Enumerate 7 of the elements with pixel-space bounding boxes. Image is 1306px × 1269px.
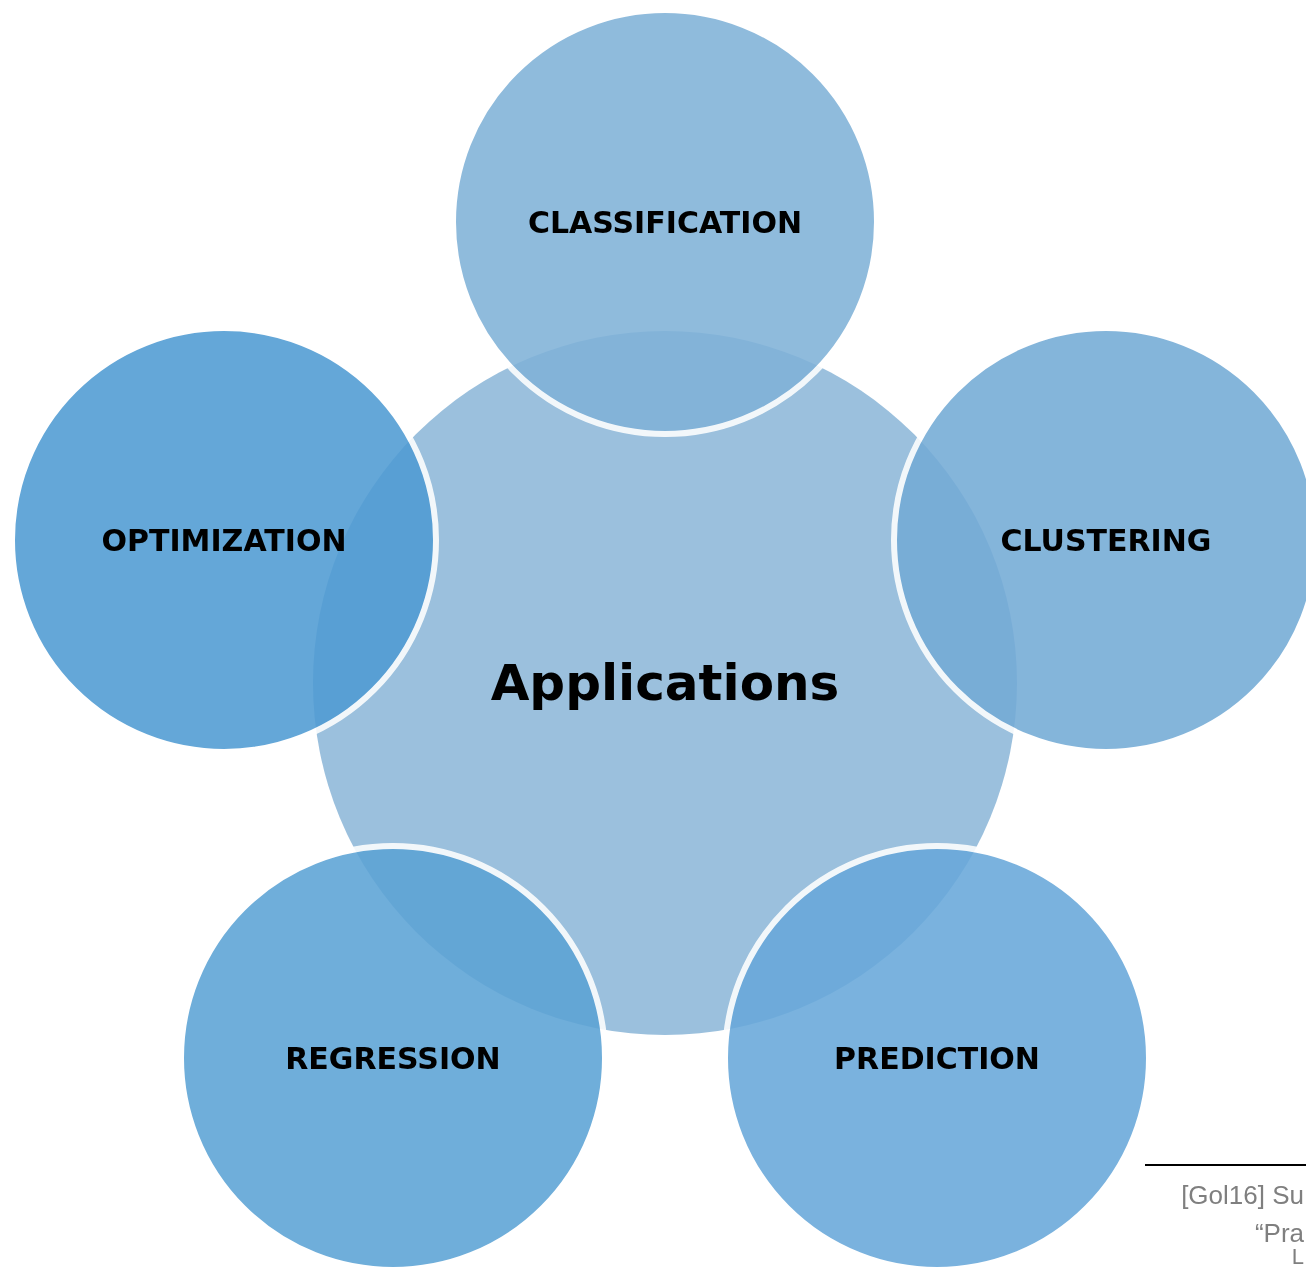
hub-title: Applications	[490, 654, 840, 712]
category-label: OPTIMIZATION	[101, 522, 347, 558]
category-label: PREDICTION	[834, 1040, 1040, 1076]
citation-text: [Gol16] Su	[1181, 1180, 1304, 1211]
category-label: CLASSIFICATION	[527, 204, 803, 240]
category-label: REGRESSION	[285, 1040, 501, 1076]
category-label: CLUSTERING	[1000, 522, 1212, 558]
